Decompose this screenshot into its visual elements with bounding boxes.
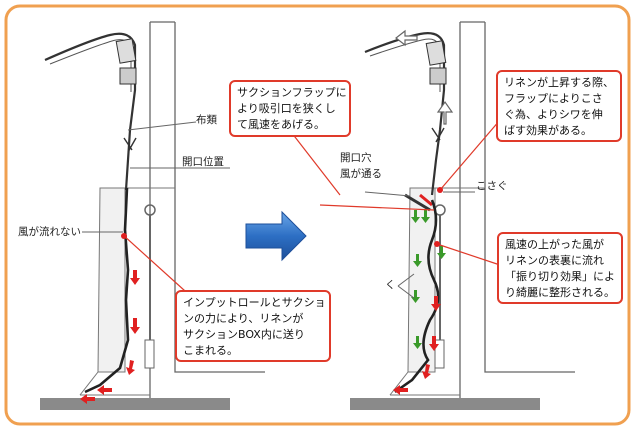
up-arrow-icon [436,100,454,125]
callout-line: て風速をあげる。 [237,118,325,131]
callout-line: ンの力により、リネンが [183,312,304,325]
callout-line: サクションフラップに [237,86,347,99]
callout-line: こまれる。 [183,344,238,357]
transition-arrow [245,210,307,262]
callout-input-roll: インプットロールとサクショ ンの力により、リネンが サクションBOX内に送り こ… [175,290,331,362]
callout-line: より吸引口を狭くし [237,102,336,115]
wind-mark-label: く [385,279,396,291]
callout-line: 「振り切り効果」によ [505,270,615,283]
outer-frame [4,4,631,426]
opening-hole-label: 開口穴 [340,152,372,164]
callout-suction-flap: サクションフラップに より吸引口を狭くし て風速をあげる。 [229,80,351,137]
left-ground [40,398,230,410]
scrape-label: こさぐ [476,180,508,192]
callout-shake-effect: 風速の上がった風が リネンの表裏に流れ 「振り切り効果」によ り綺麗に整形される… [497,232,623,304]
wind-passes-label: 風が通る [340,168,382,180]
left-arrow-icon [395,29,418,47]
callout-line: インプットロールとサクショ [183,296,326,309]
no-wind-label: 風が流れない [18,226,81,238]
right-ground [350,398,540,410]
left-machine [40,21,265,410]
left-flow-arrows [80,270,140,404]
callout-line: フラップによりこさ [504,92,603,105]
right-flow-arrows [393,296,441,395]
callout-line: ぐ為、よりシワを伸 [504,108,603,121]
fabric-label: 布類 [196,114,217,126]
callout-scrape-effect: リネンが上昇する際、 フラップによりこさ ぐ為、よりシワを伸 ばす効果がある。 [496,70,622,142]
callout-line: サクションBOX内に送り [183,328,305,341]
callout-line: り綺麗に整形される。 [505,286,615,299]
right-machine [287,21,575,410]
callout-line: リネンの表裏に流れ [505,254,604,267]
callout-line: リネンが上昇する際、 [504,76,614,89]
callout-line: ばす効果がある。 [504,124,592,137]
green-flow-arrows [411,210,446,349]
opening-position-label: 開口位置 [182,156,224,168]
callout-line: 風速の上がった風が [505,238,604,251]
